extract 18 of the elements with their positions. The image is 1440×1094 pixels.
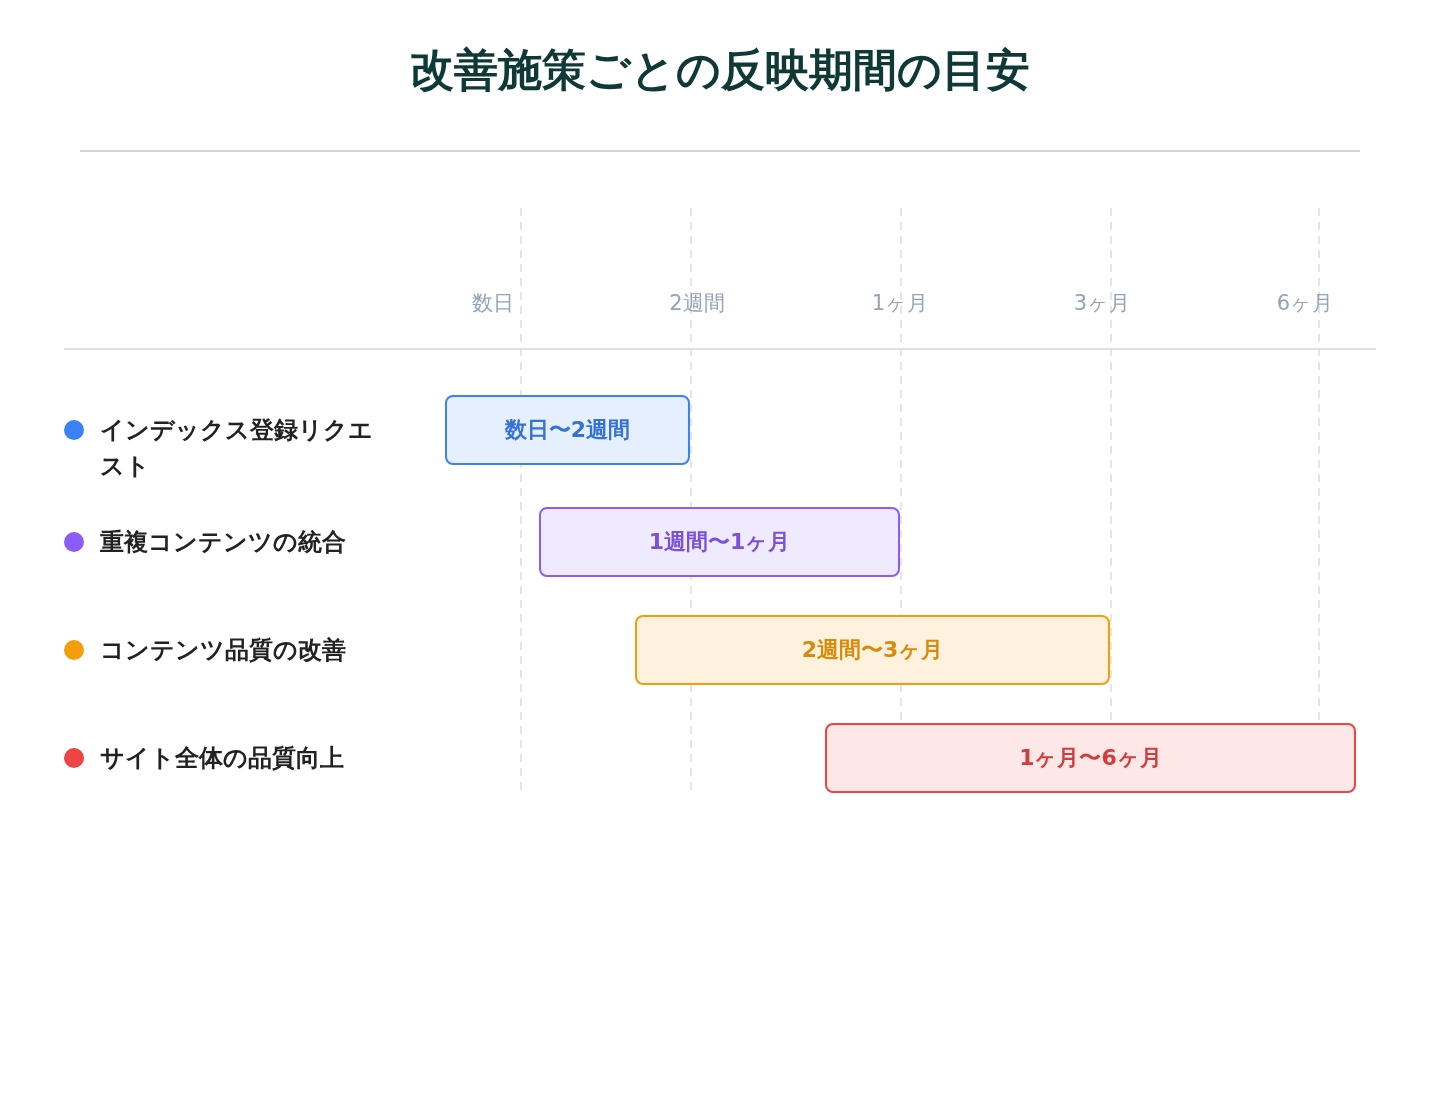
duration-bar	[539, 507, 900, 577]
axis-tick-label: 数日	[472, 291, 514, 317]
row-label: サイト全体の品質向上	[100, 743, 345, 774]
chart-title: 改善施策ごとの反映期間の目安	[409, 44, 1031, 97]
axis-tick-label: 3ヶ月	[1073, 291, 1131, 317]
axis-tick-label: 2週間	[669, 291, 725, 317]
duration-bar	[635, 615, 1110, 685]
duration-bar	[445, 395, 690, 465]
row-label: コンテンツ品質の改善	[100, 635, 347, 666]
row-label: インデックス登録リクエスト	[100, 415, 374, 482]
duration-bar	[825, 723, 1356, 793]
duration-label: 1ヶ月〜6ヶ月	[1019, 744, 1162, 772]
row-label: 重複コンテンツの統合	[100, 527, 347, 558]
duration-label: 1週間〜1ヶ月	[648, 528, 791, 556]
duration-label: 数日〜2週間	[504, 416, 631, 444]
duration-label: 2週間〜3ヶ月	[801, 636, 944, 664]
axis-tick-label: 6ヶ月	[1276, 291, 1334, 317]
axis-tick-label: 1ヶ月	[871, 291, 929, 317]
